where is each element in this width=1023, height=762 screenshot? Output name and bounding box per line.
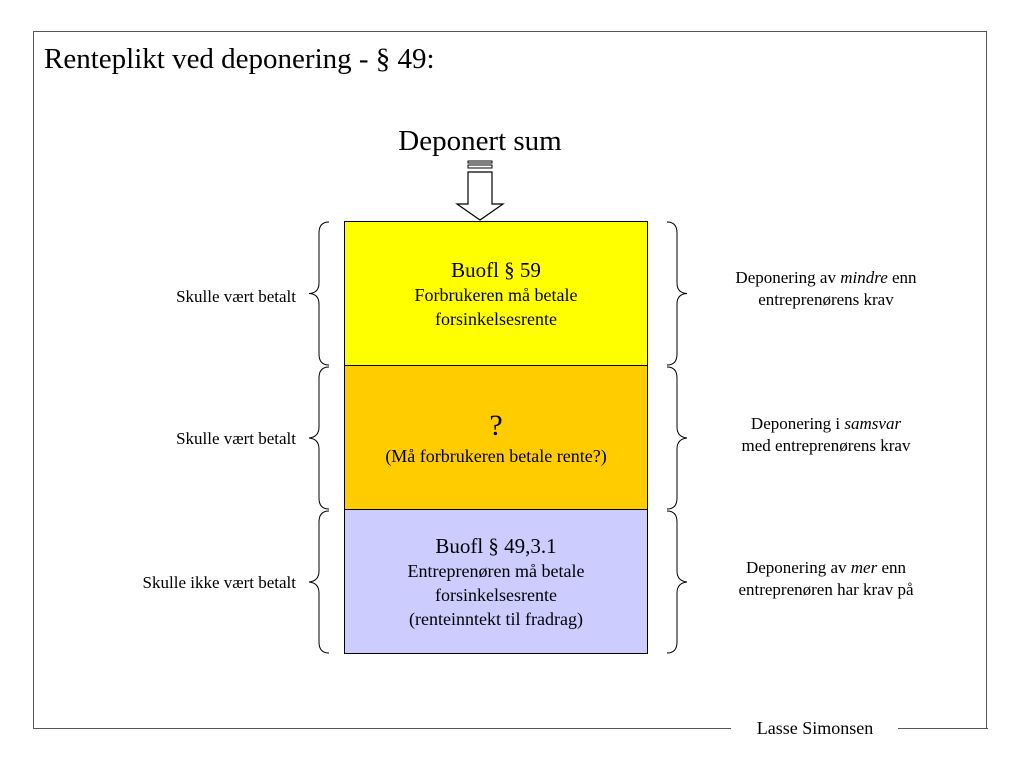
label-line2: entreprenørens krav <box>758 290 894 309</box>
box-question: ? (Må forbrukeren betale rente?) <box>344 366 648 510</box>
footer-rule-right <box>898 728 988 729</box>
left-brace-icon <box>308 366 330 510</box>
left-brace-icon <box>308 510 330 654</box>
box-line: Entreprenøren må betale <box>407 560 585 581</box>
box-line: forsinkelsesrente <box>435 308 557 329</box>
left-label: Skulle vært betalt <box>176 429 296 448</box>
right-label-mer: Deponering av mer enn entreprenøren har … <box>696 557 956 601</box>
label-line2: entreprenøren har krav på <box>738 580 914 599</box>
label-text: enn <box>877 558 907 577</box>
box-buofl-59: Buofl § 59 Forbrukeren må betale forsink… <box>344 221 648 366</box>
box-line: forsinkelsesrente <box>435 584 557 605</box>
deposit-label: Deponert sum <box>398 125 562 157</box>
box-buofl-49: Buofl § 49,3.1 Entreprenøren må betale f… <box>344 510 648 654</box>
box-heading: Buofl § 59 <box>451 257 541 282</box>
down-arrow-icon <box>455 160 505 221</box>
label-line2: med entreprenørens krav <box>741 436 911 455</box>
label-emphasis: mindre <box>840 268 888 287</box>
slide-frame <box>33 31 987 729</box>
label-text: enn <box>887 268 917 287</box>
box-heading: Buofl § 49,3.1 <box>435 533 557 558</box>
label-emphasis: mer <box>850 558 878 577</box>
right-brace-icon <box>666 510 688 654</box>
right-brace-icon <box>666 221 688 366</box>
box-line: Forbrukeren må betale <box>414 284 578 305</box>
left-brace-icon <box>308 221 330 366</box>
label-text: Deponering av <box>735 268 841 287</box>
label-text: Deponering av <box>745 558 851 577</box>
footer-rule-left <box>33 728 731 729</box>
label-text: Deponering i <box>750 414 845 433</box>
author-name: Lasse Simonsen <box>756 718 874 738</box>
slide-title: Renteplikt ved deponering - § 49: <box>44 43 435 75</box>
right-brace-icon <box>666 366 688 510</box>
right-label-mindre: Deponering av mindre enn entreprenørens … <box>696 267 956 311</box>
left-label: Skulle ikke vært betalt <box>142 573 296 592</box>
left-label: Skulle vært betalt <box>176 287 296 306</box>
right-label-samsvar: Deponering i samsvar med entreprenørens … <box>696 413 956 457</box>
box-heading: ? <box>489 408 503 442</box>
box-line: (Må forbrukeren betale rente?) <box>385 445 607 466</box>
label-emphasis: samsvar <box>844 414 902 433</box>
box-line: (renteinntekt til fradrag) <box>409 608 583 629</box>
